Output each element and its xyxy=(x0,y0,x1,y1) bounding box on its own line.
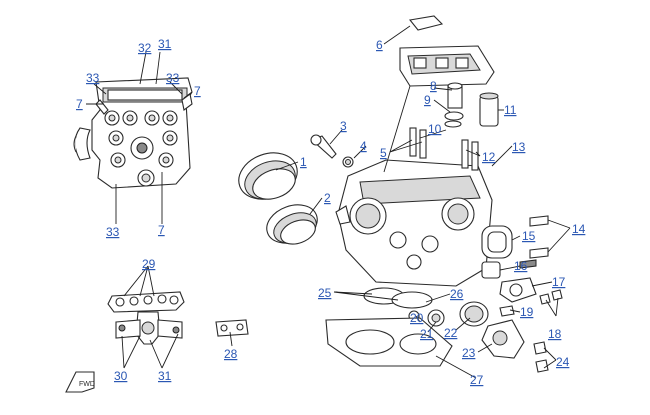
callout-19[interactable]: 19 xyxy=(520,305,534,319)
thermostat-housing xyxy=(408,301,549,373)
callout-11[interactable]: 11 xyxy=(504,103,517,117)
cylinder-head xyxy=(335,159,493,287)
callout-9[interactable]: 9 xyxy=(424,93,431,107)
callout-18[interactable]: 18 xyxy=(548,327,562,341)
valve-cover xyxy=(399,15,495,87)
callout-4[interactable]: 4 xyxy=(360,139,367,153)
callout-6[interactable]: 6 xyxy=(376,38,383,52)
callout-25[interactable]: 25 xyxy=(318,286,332,300)
callout-15[interactable]: 15 xyxy=(522,229,536,243)
callout-7-left[interactable]: 7 xyxy=(76,97,83,111)
callout-7-lower[interactable]: 7 xyxy=(158,223,165,237)
callout-14[interactable]: 14 xyxy=(572,222,586,236)
callout-32[interactable]: 32 xyxy=(138,41,152,55)
head-gaskets xyxy=(325,287,453,367)
callout-23[interactable]: 23 xyxy=(462,346,476,360)
callout-20[interactable]: 20 xyxy=(410,311,424,325)
callout-2[interactable]: 2 xyxy=(324,191,331,205)
callout-13[interactable]: 13 xyxy=(512,140,526,154)
callout-8[interactable]: 8 xyxy=(430,79,437,93)
cam-holder-assembly xyxy=(107,291,249,345)
callout-31-upper[interactable]: 31 xyxy=(158,37,172,51)
callout-7-right[interactable]: 7 xyxy=(194,84,201,98)
callout-1[interactable]: 1 xyxy=(300,155,307,169)
head-top-view xyxy=(73,77,193,189)
forward-arrow-icon: FWD xyxy=(65,371,95,393)
callout-21[interactable]: 21 xyxy=(420,327,434,341)
valve-train xyxy=(310,82,499,171)
callout-33-lower[interactable]: 33 xyxy=(106,225,120,239)
callout-17[interactable]: 17 xyxy=(552,275,566,289)
callout-22[interactable]: 22 xyxy=(444,326,458,340)
callout-5[interactable]: 5 xyxy=(380,146,387,160)
callout-33-right[interactable]: 33 xyxy=(166,71,180,85)
callout-10[interactable]: 10 xyxy=(428,122,442,136)
callout-28[interactable]: 28 xyxy=(224,347,238,361)
callout-29[interactable]: 29 xyxy=(142,257,156,271)
callout-27[interactable]: 27 xyxy=(470,373,484,387)
callout-12[interactable]: 12 xyxy=(482,150,496,164)
callout-30[interactable]: 30 xyxy=(114,369,128,383)
callouts: 1 2 3 4 5 6 7 7 7 8 9 10 11 12 13 14 15 … xyxy=(76,37,586,387)
callout-24[interactable]: 24 xyxy=(556,355,570,369)
callout-26[interactable]: 26 xyxy=(450,287,464,301)
callout-16[interactable]: 16 xyxy=(514,259,528,273)
intake-boot xyxy=(238,152,318,245)
callout-33-left[interactable]: 33 xyxy=(86,71,100,85)
leader-lines xyxy=(86,25,571,379)
fwd-label: FWD xyxy=(79,381,95,388)
side-fittings xyxy=(481,215,563,317)
callout-3[interactable]: 3 xyxy=(340,119,347,133)
callout-31-lower[interactable]: 31 xyxy=(158,369,172,383)
